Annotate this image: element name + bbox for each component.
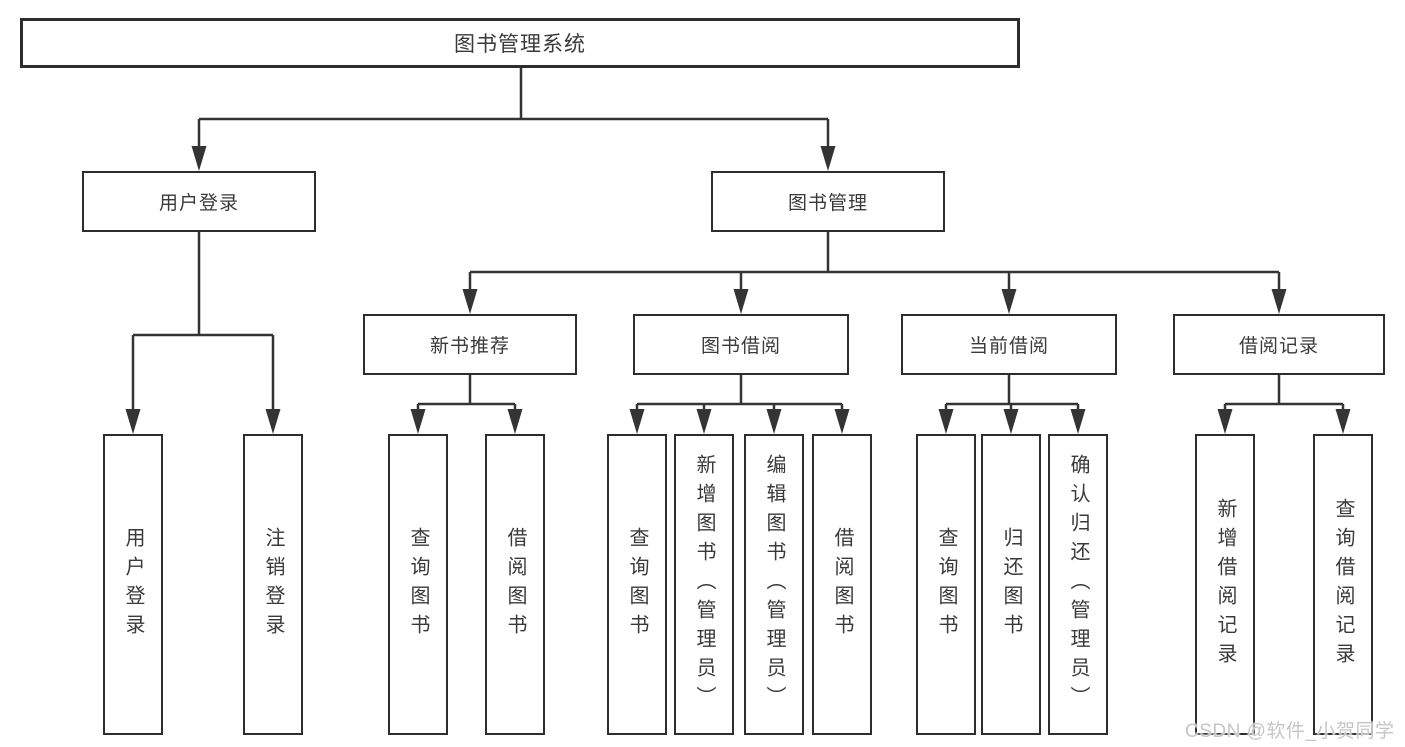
node-current-borrowing: 当前借阅 — [901, 314, 1117, 375]
node-label: 新书推荐 — [429, 336, 510, 357]
leaf-logout: 注销登录 — [243, 434, 303, 735]
leaf-query-borrow-record: 查询借阅记录 — [1313, 434, 1373, 735]
node-label: 图书管理系统 — [454, 33, 586, 56]
leaf-confirm-return-admin: 确认归还（管理员） — [1048, 434, 1108, 735]
node-label: 用户登录 — [158, 193, 239, 214]
node-label: 借阅记录 — [1238, 336, 1319, 357]
node-label: 编辑图书（管理员） — [763, 454, 785, 715]
node-user-login-branch: 用户登录 — [82, 171, 316, 232]
node-label: 注销登录 — [262, 526, 284, 643]
node-label: 查询图书 — [626, 526, 648, 643]
node-label: 用户登录 — [122, 526, 144, 643]
leaf-edit-books-admin: 编辑图书（管理员） — [744, 434, 804, 735]
leaf-add-borrow-record: 新增借阅记录 — [1195, 434, 1255, 735]
node-borrow-records: 借阅记录 — [1173, 314, 1385, 375]
leaf-borrow-books-2: 借阅图书 — [812, 434, 872, 735]
node-library-management-system: 图书管理系统 — [20, 18, 1020, 68]
node-label: 归还图书 — [1000, 526, 1022, 643]
leaf-query-books-3: 查询图书 — [916, 434, 976, 735]
leaf-query-books-2: 查询图书 — [607, 434, 667, 735]
node-label: 当前借阅 — [968, 336, 1049, 357]
node-new-book-recommend: 新书推荐 — [363, 314, 577, 375]
node-label: 图书管理 — [787, 193, 868, 214]
node-label: 查询图书 — [935, 526, 957, 643]
node-book-management-branch: 图书管理 — [711, 171, 945, 232]
node-label: 新增图书（管理员） — [693, 454, 715, 715]
node-label: 新增借阅记录 — [1214, 497, 1236, 672]
node-book-borrowing: 图书借阅 — [633, 314, 849, 375]
node-label: 图书借阅 — [700, 336, 781, 357]
node-label: 确认归还（管理员） — [1067, 454, 1089, 715]
leaf-user-login: 用户登录 — [103, 434, 163, 735]
node-label: 借阅图书 — [831, 526, 853, 643]
node-label: 查询图书 — [407, 526, 429, 643]
leaf-return-books: 归还图书 — [981, 434, 1041, 735]
node-label: 查询借阅记录 — [1332, 497, 1354, 672]
leaf-add-books-admin: 新增图书（管理员） — [674, 434, 734, 735]
leaf-borrow-books-1: 借阅图书 — [485, 434, 545, 735]
leaf-query-books-1: 查询图书 — [388, 434, 448, 735]
node-label: 借阅图书 — [504, 526, 526, 643]
